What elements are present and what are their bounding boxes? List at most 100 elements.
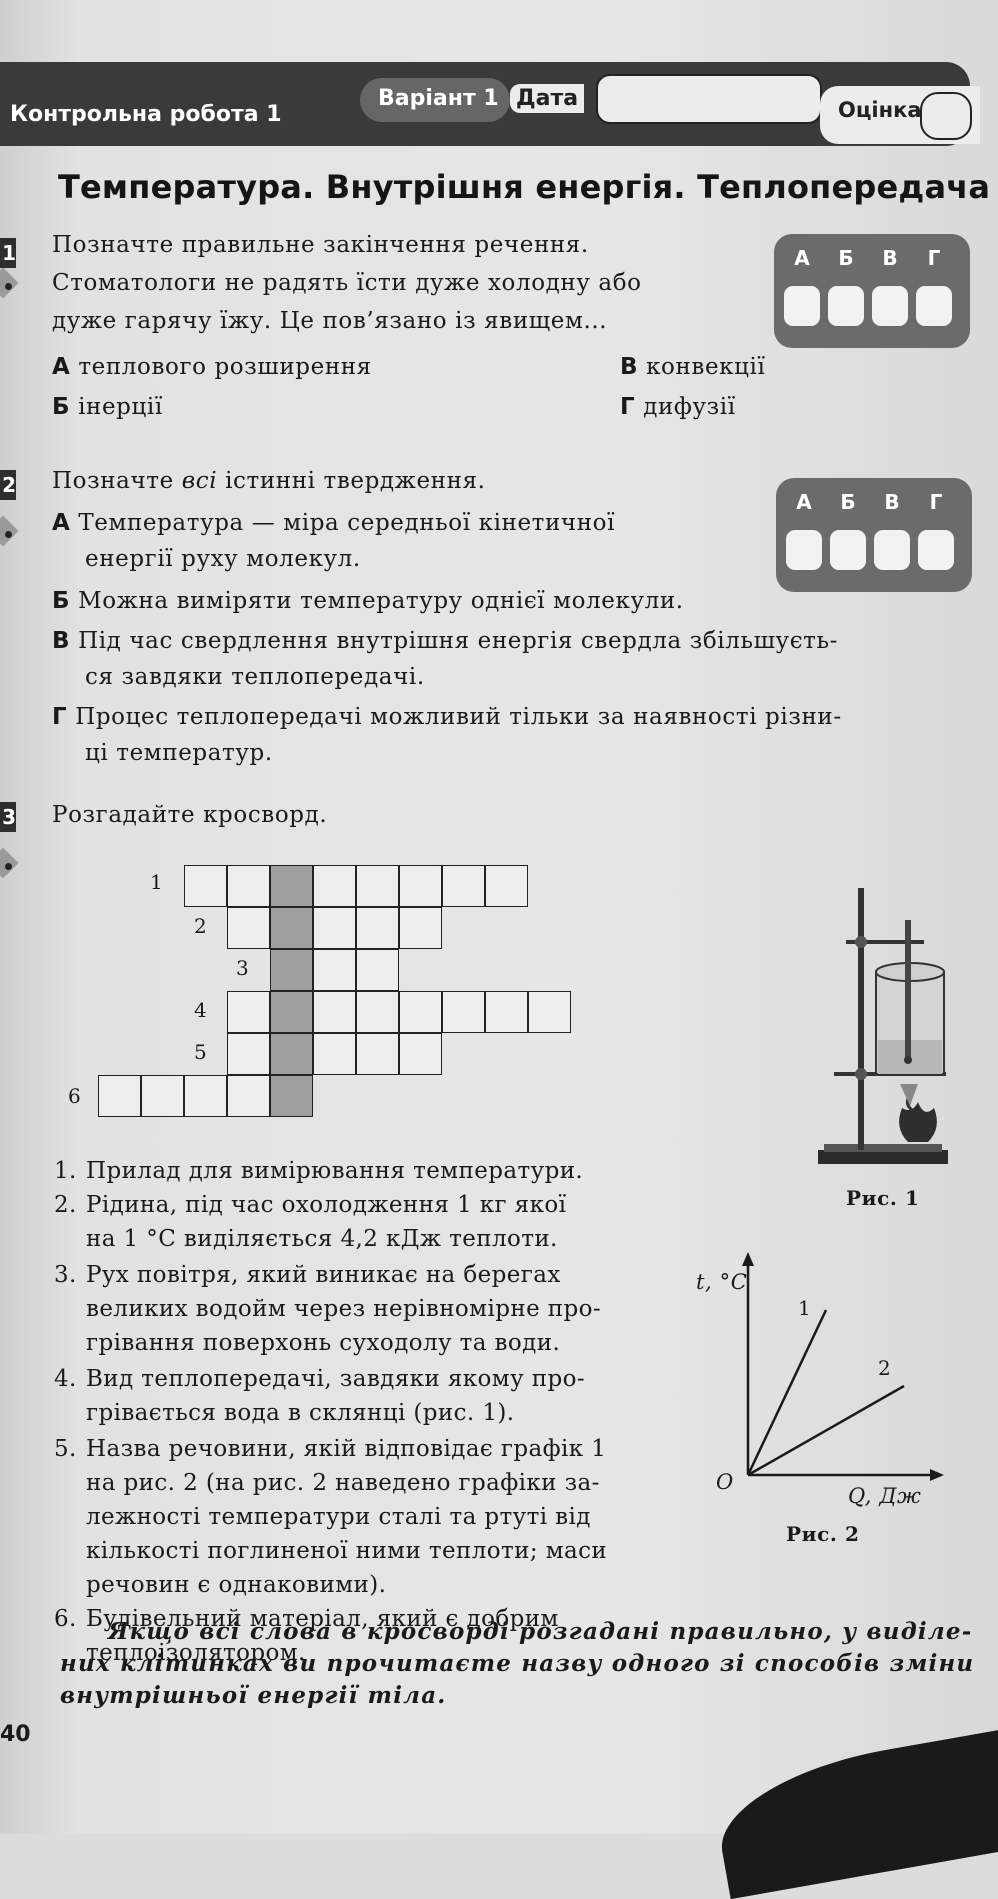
crossword-cell[interactable]: [399, 907, 442, 949]
statement-b: Б Можна виміряти температуру однієї моле…: [52, 588, 684, 614]
clue-number: 4.: [54, 1366, 77, 1392]
crossword-cell[interactable]: [442, 865, 485, 907]
task-number: 1: [0, 238, 16, 268]
statement-d: Г Процес теплопередачі можливий тільки з…: [52, 704, 842, 730]
answer-letter: В: [882, 246, 898, 270]
footer-note-line: внутрішньої енергії тіла.: [60, 1682, 447, 1709]
crossword-cell[interactable]: [356, 1033, 399, 1075]
task1-line: Позначте правильне закінчення речення.: [52, 232, 589, 258]
dot-icon: [5, 863, 12, 870]
dot-icon: [5, 531, 12, 538]
fig2-caption: Рис. 2: [786, 1522, 860, 1546]
clue-line: Будівельний матеріал, який є добрим: [86, 1606, 559, 1632]
crossword-cell[interactable]: [227, 1075, 270, 1117]
crossword-cell[interactable]: [399, 991, 442, 1033]
statement-c-cont: ся завдяки теплопередачі.: [85, 664, 425, 690]
answer-letter: А: [794, 246, 810, 270]
clue-line: лежності температури сталі та ртуті від: [86, 1504, 591, 1530]
crossword-cell[interactable]: [485, 865, 528, 907]
crossword-cell[interactable]: [184, 865, 227, 907]
crossword-cell[interactable]: [313, 907, 356, 949]
crossword-row-number: 6: [68, 1084, 81, 1108]
clue-number: 5.: [54, 1436, 77, 1462]
crossword-highlighted-cell[interactable]: [270, 949, 313, 991]
task-number: 2: [0, 470, 16, 500]
task3-text: Розгадайте кросворд.: [52, 802, 328, 828]
graph-line-1-label: 1: [798, 1296, 812, 1320]
clue-line: великих водойм через нерівномірне про-: [86, 1296, 602, 1322]
graph-y-label: t, °C: [696, 1270, 748, 1294]
crossword-cell[interactable]: [485, 991, 528, 1033]
thumb-shadow: [709, 1728, 998, 1899]
graph-origin-label: O: [716, 1470, 734, 1494]
crossword-cell[interactable]: [399, 1033, 442, 1075]
answer-cell[interactable]: [830, 530, 866, 570]
crossword-row-number: 2: [194, 914, 207, 938]
answer-cell[interactable]: [918, 530, 954, 570]
clue-line: Прилад для вимірювання температури.: [86, 1158, 584, 1184]
answer-cell[interactable]: [828, 286, 864, 326]
crossword-highlighted-cell[interactable]: [270, 1075, 313, 1117]
answer-cell[interactable]: [916, 286, 952, 326]
task-number: 3: [0, 802, 16, 832]
answer-cell[interactable]: [872, 286, 908, 326]
lab-stand-illustration: [818, 888, 948, 1164]
option-c: В конвекції: [620, 354, 766, 380]
crossword-cell[interactable]: [98, 1075, 141, 1117]
crossword-cell[interactable]: [356, 991, 399, 1033]
crossword-row-number: 4: [194, 998, 207, 1022]
page-title: Температура. Внутрішня енергія. Теплопер…: [58, 168, 991, 206]
footer-note-line: них клітинках ви прочитаєте назву одного…: [60, 1650, 975, 1677]
graph-x-label: Q, Дж: [848, 1484, 922, 1508]
statement-d-cont: ці температур.: [85, 740, 273, 766]
variant-badge: Варіант 1: [360, 78, 510, 122]
option-a: А теплового розширення: [52, 354, 372, 380]
crossword-highlighted-cell[interactable]: [270, 865, 313, 907]
crossword-cell[interactable]: [313, 1033, 356, 1075]
answer-grid: А Б В Г: [776, 478, 972, 592]
clue-line: Рух повітря, який виникає на берегах: [86, 1262, 561, 1288]
crossword-cell[interactable]: [399, 865, 442, 907]
answer-grid: А Б В Г: [774, 234, 970, 348]
variant-label: Варіант 1: [378, 86, 499, 111]
crossword-highlighted-cell[interactable]: [270, 991, 313, 1033]
fig1-caption: Рис. 1: [846, 1186, 920, 1210]
answer-letter: Г: [929, 490, 943, 514]
crossword-cell[interactable]: [356, 865, 399, 907]
graph-line-2: [747, 1384, 905, 1477]
graph-line-2-label: 2: [878, 1356, 892, 1380]
graph-line-1: [746, 1309, 828, 1476]
crossword-highlighted-cell[interactable]: [270, 907, 313, 949]
clue-line: грівання поверхонь суходолу та води.: [86, 1330, 561, 1356]
option-d: Г дифузії: [620, 394, 736, 420]
clue-line: Рідина, під час охолодження 1 кг якої: [86, 1192, 567, 1218]
crossword-cell[interactable]: [227, 865, 270, 907]
date-label: Дата: [510, 84, 585, 113]
crossword-cell[interactable]: [313, 949, 356, 991]
clue-number: 1.: [54, 1158, 77, 1184]
clue-line: кількості поглиненої ними теплоти; маси: [86, 1538, 608, 1564]
crossword-cell[interactable]: [227, 991, 270, 1033]
crossword-cell[interactable]: [442, 991, 485, 1033]
answer-letter: Б: [840, 490, 856, 514]
crossword-cell[interactable]: [313, 865, 356, 907]
crossword-highlighted-cell[interactable]: [270, 1033, 313, 1075]
answer-cell[interactable]: [784, 286, 820, 326]
crossword-cell[interactable]: [356, 949, 399, 991]
task2-intro: Позначте всі істинні твердження.: [52, 468, 486, 494]
clue-line: Назва речовини, якій відповідає графік 1: [86, 1436, 607, 1462]
crossword-cell[interactable]: [184, 1075, 227, 1117]
score-field[interactable]: [920, 92, 972, 140]
answer-cell[interactable]: [786, 530, 822, 570]
crossword-cell[interactable]: [141, 1075, 184, 1117]
answer-cell[interactable]: [874, 530, 910, 570]
crossword-cell[interactable]: [313, 991, 356, 1033]
clue-line: на рис. 2 (на рис. 2 наведено графіки за…: [86, 1470, 600, 1496]
crossword-cell[interactable]: [227, 1033, 270, 1075]
date-field[interactable]: [596, 74, 822, 124]
crossword-cell[interactable]: [356, 907, 399, 949]
crossword-cell[interactable]: [227, 907, 270, 949]
footer-note-line: Якщо всі слова в кросворді розгадані пра…: [108, 1618, 973, 1645]
crossword-cell[interactable]: [528, 991, 571, 1033]
option-b: Б інерції: [52, 394, 163, 420]
